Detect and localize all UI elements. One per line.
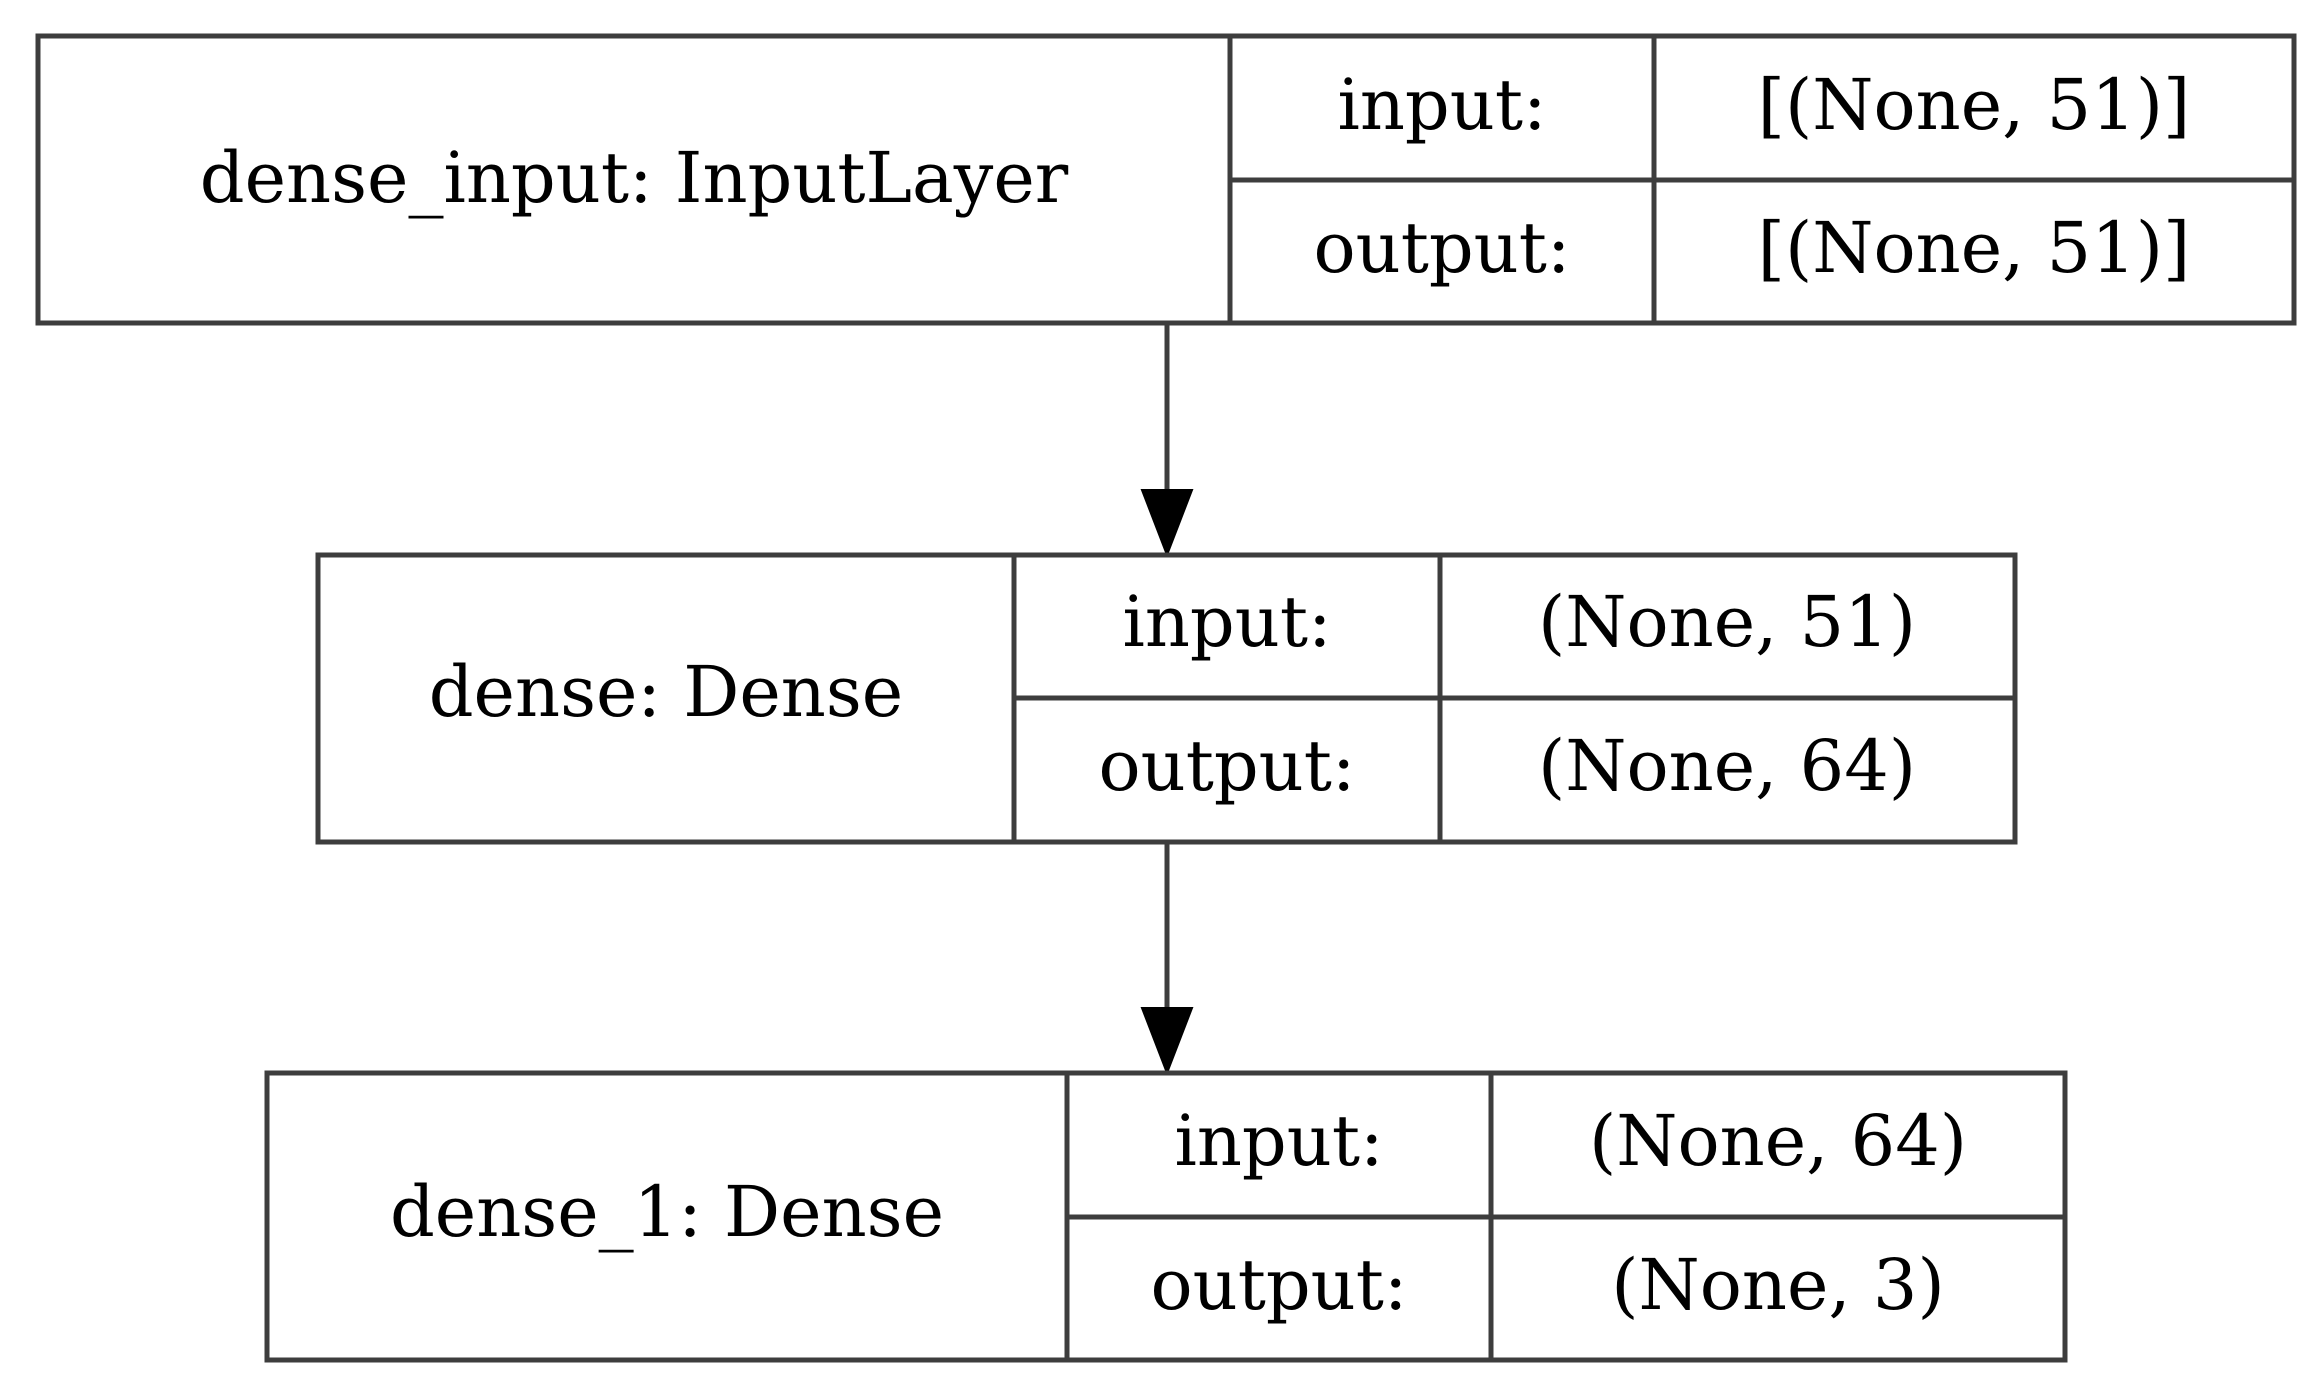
layer-node-dense-input: dense_input: InputLayer input: [(None, 5… [35, 33, 2297, 326]
input-shape: [(None, 51)] [1758, 64, 2191, 146]
output-label: output: [1099, 725, 1356, 807]
input-label: input: [1122, 581, 1331, 663]
arrowhead-icon [1140, 489, 1194, 558]
layer-name: dense: Dense [429, 651, 903, 733]
layer-name: dense_input: InputLayer [200, 137, 1069, 219]
edge-dense-to-dense-1 [1140, 842, 1194, 1076]
output-shape: (None, 64) [1538, 725, 1916, 807]
input-shape: (None, 51) [1538, 581, 1916, 663]
output-shape: [(None, 51)] [1758, 207, 2191, 289]
input-shape: (None, 64) [1589, 1100, 1967, 1182]
layer-node-dense-1: dense_1: Dense input: (None, 64) output:… [264, 1070, 2068, 1363]
output-label: output: [1314, 207, 1571, 289]
layer-name: dense_1: Dense [390, 1171, 944, 1253]
output-label: output: [1151, 1244, 1408, 1326]
output-shape: (None, 3) [1611, 1244, 1945, 1326]
layer-node-dense: dense: Dense input: (None, 51) output: (… [315, 552, 2018, 845]
arrowhead-icon [1140, 1007, 1194, 1076]
input-label: input: [1337, 64, 1546, 146]
input-label: input: [1174, 1100, 1383, 1182]
edge-dense-input-to-dense [1140, 323, 1194, 558]
